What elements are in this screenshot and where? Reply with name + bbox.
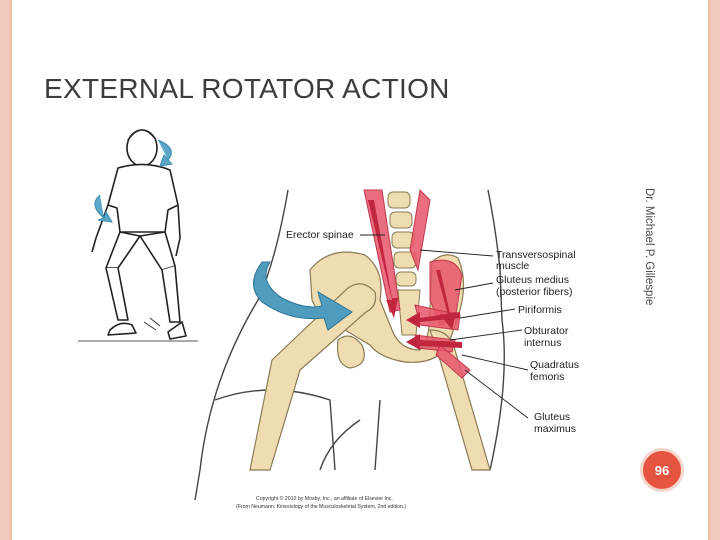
label-piriformis: Piriformis [518,304,562,316]
label-erector-spinae: Erector spinae [286,229,354,241]
label-gluteus-medius-line2: (posterior fibers) [496,286,572,298]
copyright-line1: Copyright © 2010 by Mosby, Inc., an affi… [256,495,393,502]
label-quadratus-line2: femoris [530,371,564,383]
label-transversospinal-line2: muscle [496,260,529,272]
copyright-line2: (From Neumann: Kinesiology of the Muscul… [236,504,406,510]
author-credit: Dr. Michael P. Gillespie [643,188,655,305]
label-obturator-line1: Obturator [524,325,569,337]
label-gluteus-maximus-line1: Gluteus [534,411,570,423]
label-obturator-line2: internus [524,337,561,349]
label-gluteus-medius-line1: Gluteus medius [496,274,569,286]
walking-person-illustration [78,130,198,341]
label-gluteus-maximus-line2: maximus [534,423,576,435]
label-quadratus-line1: Quadratus [530,359,579,371]
page-number-badge: 96 [640,448,684,492]
